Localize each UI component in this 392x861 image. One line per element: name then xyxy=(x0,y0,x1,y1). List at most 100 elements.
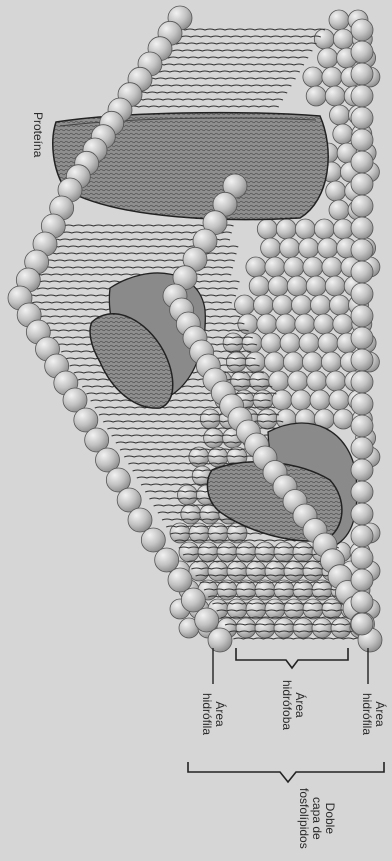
lipid-head xyxy=(333,124,353,144)
lipid-head xyxy=(351,41,373,63)
lipid-head xyxy=(351,415,373,437)
lipid-head xyxy=(325,86,345,106)
lipid-head xyxy=(330,295,350,315)
protein-label: Proteína xyxy=(31,112,44,157)
lipid-head xyxy=(351,129,373,151)
hydrophilic-area-right-label: Área hidrófila xyxy=(360,693,386,735)
lipid-head xyxy=(195,608,219,632)
lipid-head xyxy=(333,29,353,49)
lipid-head xyxy=(217,542,237,562)
lipid-head xyxy=(351,63,373,85)
lipid-head xyxy=(257,314,277,334)
lipid-head xyxy=(329,200,349,220)
lipid-head xyxy=(312,618,332,638)
lipid-head xyxy=(314,29,334,49)
lipid-head xyxy=(351,569,373,591)
lipid-tail xyxy=(162,50,312,51)
lipid-tail xyxy=(137,92,287,93)
lipid-head xyxy=(223,333,243,353)
lipid-head xyxy=(287,276,307,296)
lipid-head xyxy=(265,257,285,277)
lipid-head xyxy=(284,599,304,619)
lipid-head xyxy=(351,19,373,41)
hydrophobic-area-label: Área hidrófoba xyxy=(280,680,306,730)
lipid-head xyxy=(236,542,256,562)
lipid-head xyxy=(322,599,342,619)
hydrophobic-bracket xyxy=(236,648,348,668)
lipid-head xyxy=(250,371,270,391)
lipid-head xyxy=(200,409,220,429)
lipid-head xyxy=(292,295,312,315)
lipid-head xyxy=(242,333,262,353)
lipid-head xyxy=(249,276,269,296)
lipid-tail xyxy=(86,393,276,394)
lipid-head xyxy=(314,314,334,334)
lipid-head xyxy=(333,409,353,429)
lipid-head xyxy=(303,67,323,87)
lipid-head xyxy=(295,219,315,239)
lipid-head xyxy=(351,371,373,393)
lipid-head xyxy=(351,613,373,635)
lipid-head xyxy=(276,314,296,334)
lipid-head xyxy=(299,333,319,353)
lipid-head xyxy=(351,459,373,481)
lipid-head xyxy=(178,485,198,505)
lipid-head xyxy=(284,561,304,581)
lipid-head xyxy=(351,85,373,107)
lipid-head xyxy=(303,599,323,619)
lipid-head xyxy=(235,295,255,315)
lipid-head xyxy=(302,352,322,372)
lipid-head xyxy=(326,181,346,201)
lipid-head xyxy=(333,219,353,239)
lipid-head xyxy=(325,276,345,296)
lipid-head xyxy=(331,618,351,638)
lipid-head xyxy=(333,314,353,334)
lipid-tail xyxy=(133,99,283,100)
lipid-tail xyxy=(146,78,296,79)
lipid-tail xyxy=(175,29,325,30)
lipid-head xyxy=(303,561,323,581)
lipid-head xyxy=(293,542,313,562)
lipid-head xyxy=(351,173,373,195)
lipid-head xyxy=(303,257,323,277)
lipid-head xyxy=(204,428,224,448)
lipid-tail xyxy=(154,64,304,65)
lipid-tail xyxy=(129,106,279,107)
lipid-head xyxy=(351,547,373,569)
lipid-head xyxy=(326,371,346,391)
lipid-head xyxy=(351,305,373,327)
lipid-head xyxy=(255,542,275,562)
lipid-head xyxy=(280,238,300,258)
lipid-head xyxy=(245,352,265,372)
lipid-head xyxy=(265,561,285,581)
lipid-head xyxy=(321,352,341,372)
lipid-head xyxy=(246,257,266,277)
lipid-head xyxy=(208,628,232,652)
lipid-head xyxy=(268,276,288,296)
lipid-head xyxy=(280,333,300,353)
lipid-head xyxy=(351,151,373,173)
lipid-head xyxy=(351,239,373,261)
lipid-head xyxy=(274,618,294,638)
bilayer-label: Doble capa de fosfolípidos xyxy=(297,788,336,849)
lipid-head xyxy=(261,333,281,353)
lipid-head xyxy=(246,561,266,581)
lipid-head xyxy=(351,217,373,239)
lipid-head xyxy=(181,504,201,524)
lipid-head xyxy=(314,219,334,239)
lipid-tail xyxy=(141,85,291,86)
lipid-head xyxy=(168,568,192,592)
lipid-head xyxy=(351,591,373,613)
lipid-head xyxy=(293,618,313,638)
lipid-head xyxy=(351,327,373,349)
lipid-head xyxy=(226,352,246,372)
lipid-tail xyxy=(167,43,317,44)
lipid-head xyxy=(329,10,349,30)
lipid-head xyxy=(179,542,199,562)
lipid-head xyxy=(181,588,205,612)
lipid-head xyxy=(141,528,165,552)
lipid-head xyxy=(236,618,256,638)
lipid-head xyxy=(351,261,373,283)
lipid-head xyxy=(318,238,338,258)
